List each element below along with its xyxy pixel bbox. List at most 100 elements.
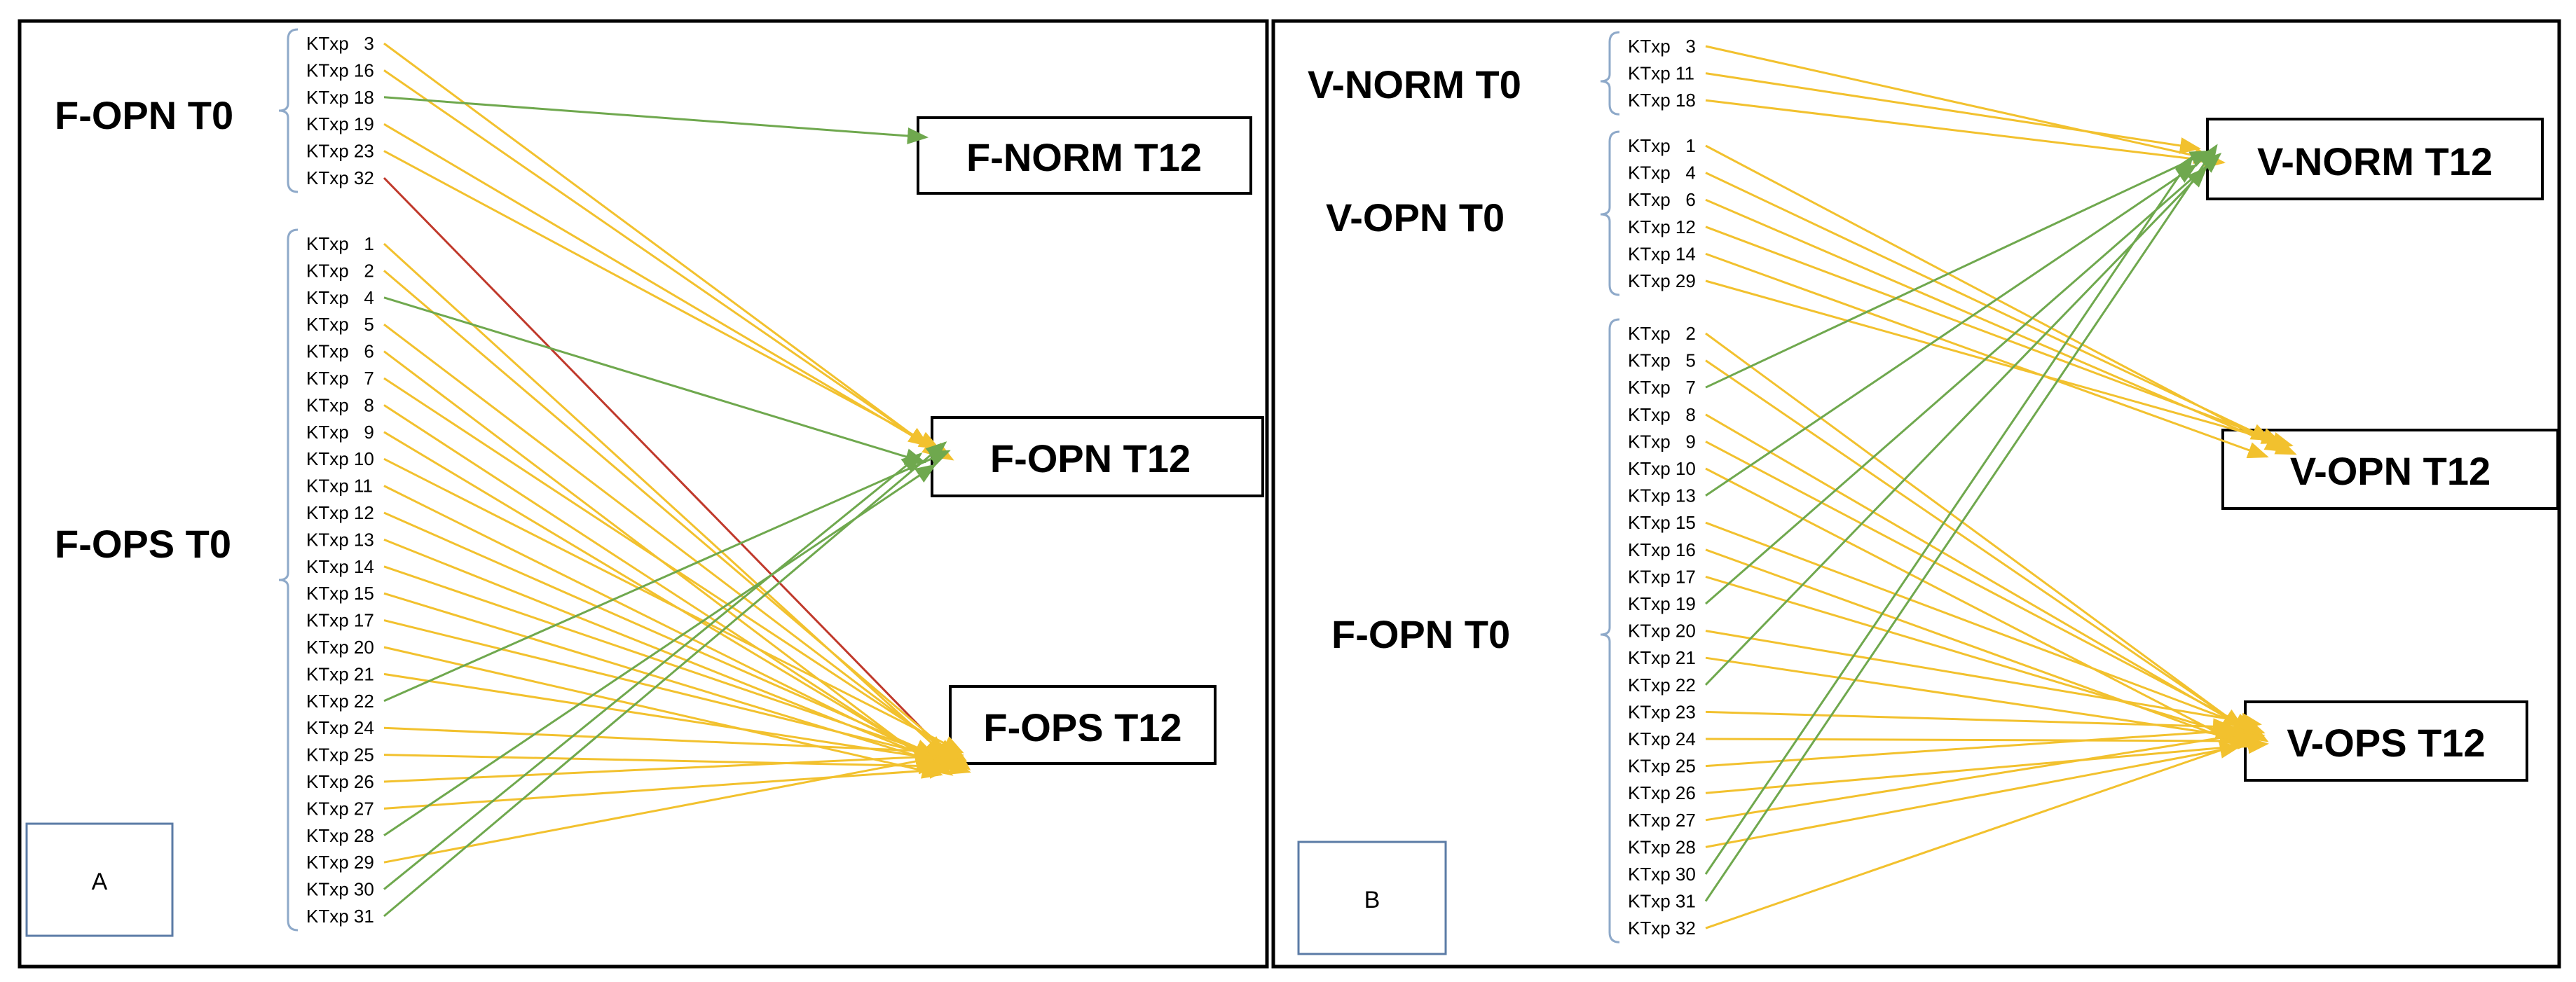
patient-label-panel-a-ktxp-26: KTxp 26 [306,771,374,792]
patient-label-panel-b-ktxp-21: KTxp 21 [1628,647,1696,668]
patient-label-panel-b-ktxp-14: KTxp 14 [1628,243,1696,264]
patient-label-panel-a-ktxp-15: KTxp 15 [306,583,374,604]
patient-label-panel-a-ktxp-20: KTxp 20 [306,637,374,658]
patient-label-panel-b-ktxp-2: KTxp 2 [1628,323,1696,344]
patient-label-panel-b-ktxp-30: KTxp 30 [1628,864,1696,885]
arrow-panel-b-ktxp-27-to-vops-t12 [1705,727,2255,822]
arrow-panel-a-ktxp-4-to-fopn-t12 [383,296,926,465]
patient-label-panel-b-ktxp-25: KTxp 25 [1628,756,1696,777]
arrow-panel-b-ktxp-32-to-vops-t12 [1705,733,2266,929]
patient-label-panel-b-ktxp-24: KTxp 24 [1628,728,1696,749]
arrow-panel-b-ktxp-12-to-vopn-t12 [1705,226,2283,444]
arrow-panel-b-ktxp-26-to-vops-t12 [1705,737,2269,794]
arrow-panel-b-ktxp-15-to-vops-t12 [1705,521,2266,734]
arrow-panel-b-ktxp-11-to-vnorm-t12 [1705,72,2201,154]
arrow-panel-a-ktxp-5-to-fops-t12 [383,324,957,759]
arrow-panel-a-ktxp-17-to-fops-t12 [383,619,957,765]
group-label-f-opn-t0-b: F-OPN T0 [1331,612,1510,656]
patient-label-panel-a-ktxp-7: KTxp 7 [306,368,374,389]
arrow-panel-b-ktxp-16-to-vops-t12 [1705,548,2252,749]
arrow-panel-a-ktxp-10-to-fops-t12 [383,457,964,754]
patient-label-panel-a-ktxp-23: KTxp 23 [306,141,374,162]
patient-label-panel-b-ktxp-16: KTxp 16 [1628,539,1696,560]
arrow-panel-b-ktxp-29-to-vopn-t12 [1705,279,2294,449]
patient-label-panel-a-ktxp-4: KTxp 4 [306,287,374,308]
target-label-f-opn-t12: F-OPN T12 [990,436,1191,480]
target-box-f-ops-t12 [949,685,1217,765]
arrow-panel-b-ktxp-19-to-vnorm-t12 [1705,153,2222,605]
target-label-v-opn-t12: V-OPN T12 [2290,449,2491,493]
arrow-panel-a-ktxp-3-to-fopn-t12 [383,42,944,458]
patient-label-panel-b-ktxp-29: KTxp 29 [1628,270,1696,291]
arrow-panel-a-ktxp-25-to-fops-t12 [383,754,940,775]
arrow-panel-a-ktxp-16-to-fopn-t12 [383,69,930,447]
arrow-panel-a-ktxp-12-to-fops-t12 [383,511,936,756]
patient-label-panel-b-ktxp-22: KTxp 22 [1628,675,1696,696]
patient-label-panel-b-ktxp-4: KTxp 4 [1628,162,1696,184]
bracket-fopn-t0 [278,28,299,193]
arrow-panel-a-ktxp-24-to-fops-t12 [383,726,954,760]
patients-layer: KTxp 3 KTxp 16 KTxp 18 KTxp 19 KTxp 23 KTxp 3… [306,33,1696,939]
arrow-panel-a-ktxp-18-to-fnorm-t12 [383,96,929,144]
patient-label-panel-b-ktxp-26: KTxp 26 [1628,782,1696,803]
bracket-fops-t0 [278,228,299,932]
patient-label-panel-b-ktxp-3: KTxp 3 [1628,36,1696,57]
patient-label-panel-b-ktxp-20: KTxp 20 [1628,621,1696,642]
arrow-panel-a-ktxp-23-to-fopn-t12 [383,150,940,450]
arrow-panel-a-ktxp-2-to-fops-t12 [383,270,971,770]
patient-label-panel-a-ktxp-2: KTxp 2 [306,260,374,281]
patient-label-panel-a-ktxp-22: KTxp 22 [306,691,374,712]
patient-label-panel-a-ktxp-31: KTxp 31 [306,906,374,927]
patient-label-panel-b-ktxp-8: KTxp 8 [1628,404,1696,425]
patient-label-panel-b-ktxp-32: KTxp 32 [1628,918,1696,939]
panel-b-label: B [1364,887,1381,913]
arrow-panel-a-ktxp-7-to-fops-t12 [383,377,968,762]
patient-label-panel-b-ktxp-13: KTxp 13 [1628,485,1696,506]
patient-label-panel-a-ktxp-24: KTxp 24 [306,717,374,738]
patient-label-panel-a-ktxp-18: KTxp 18 [306,87,374,108]
patient-label-panel-b-ktxp-31: KTxp 31 [1628,891,1696,912]
arrow-panel-b-ktxp-14-to-vopn-t12 [1705,252,2269,459]
patient-label-panel-a-ktxp-28: KTxp 28 [306,825,374,846]
group-label-v-norm-t0: V-NORM T0 [1308,62,1521,106]
panel-a-label: A [92,869,108,895]
target-label-f-ops-t12: F-OPS T12 [983,705,1181,749]
patient-label-panel-a-ktxp-17: KTxp 17 [306,610,374,631]
target-label-f-norm-t12: F-NORM T12 [966,135,1202,179]
brackets-layer [278,28,1620,943]
arrow-panel-a-ktxp-30-to-fopn-t12 [383,452,923,890]
patient-label-panel-a-ktxp-14: KTxp 14 [306,556,374,577]
panel-b-label-box [1297,841,1447,955]
arrow-panel-a-ktxp-28-to-fopn-t12 [383,464,937,837]
patient-label-panel-a-ktxp-1: KTxp 1 [306,233,374,254]
arrow-panel-b-ktxp-20-to-vops-t12 [1705,630,2262,730]
arrow-panel-a-ktxp-9-to-fops-t12 [383,431,940,765]
arrow-panel-a-ktxp-15-to-fops-t12 [383,592,971,775]
target-box-v-norm-t12 [2206,118,2544,200]
patient-label-panel-b-ktxp-17: KTxp 17 [1628,566,1696,587]
arrow-panel-a-ktxp-27-to-fops-t12 [383,761,950,810]
patient-label-panel-b-ktxp-27: KTxp 27 [1628,810,1696,831]
arrow-panel-b-ktxp-7-to-vnorm-t12 [1705,150,2212,389]
arrow-panel-b-ktxp-9-to-vops-t12 [1705,441,2255,731]
patient-label-panel-b-ktxp-11: KTxp 11 [1628,63,1694,84]
arrow-panel-a-ktxp-20-to-fops-t12 [383,646,943,779]
patient-label-panel-b-ktxp-19: KTxp 19 [1628,593,1696,614]
arrow-panel-a-ktxp-22-to-fopn-t12 [383,450,951,703]
group-label-f-opn-t0: F-OPN T0 [55,93,233,137]
patient-label-panel-a-ktxp-25: KTxp 25 [306,745,374,766]
patient-label-panel-b-ktxp-5: KTxp 5 [1628,350,1696,371]
patient-label-panel-b-ktxp-12: KTxp 12 [1628,216,1696,237]
patient-label-panel-a-ktxp-32: KTxp 32 [306,167,374,188]
arrow-panel-b-ktxp-28-to-vops-t12 [1705,742,2241,848]
arrow-panel-b-ktxp-2-to-vops-t12 [1705,332,2259,740]
patient-label-panel-a-ktxp-29: KTxp 29 [306,852,374,873]
panel-a-label-box [25,822,174,937]
arrow-panel-b-ktxp-13-to-vnorm-t12 [1705,164,2198,497]
patient-label-panel-b-ktxp-1: KTxp 1 [1628,135,1696,156]
arrow-panel-a-ktxp-26-to-fops-t12 [383,747,964,783]
patient-label-panel-a-ktxp-30: KTxp 30 [306,879,374,900]
target-box-f-opn-t12 [931,416,1264,497]
patient-label-panel-b-ktxp-23: KTxp 23 [1628,701,1696,722]
